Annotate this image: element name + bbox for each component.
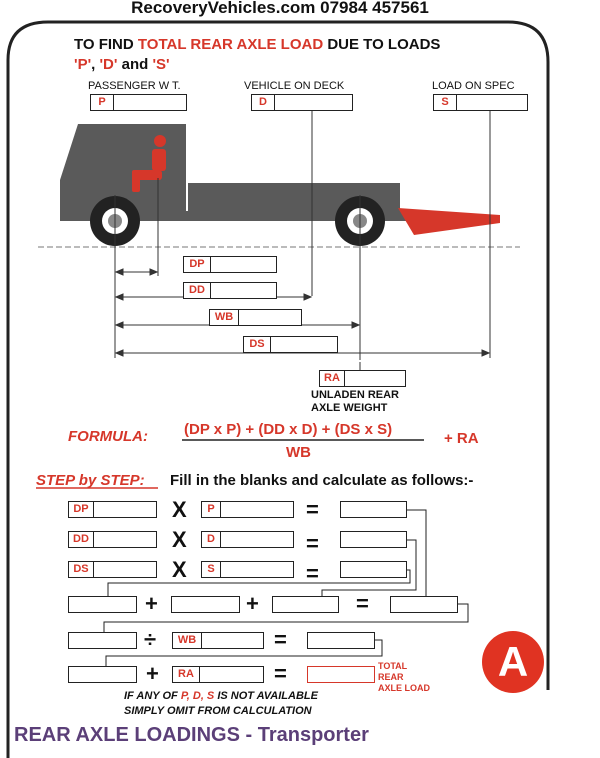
- box-label: P: [202, 502, 221, 517]
- step-dp-box[interactable]: DP: [68, 501, 157, 518]
- box-label: P: [91, 95, 114, 110]
- wb-box[interactable]: WB: [209, 309, 302, 326]
- box-label: RA: [173, 667, 200, 682]
- dd-box[interactable]: DD: [183, 282, 277, 299]
- box-label: DS: [244, 337, 271, 352]
- ds-box[interactable]: DS: [243, 336, 338, 353]
- spec-weight-box[interactable]: S: [433, 94, 528, 111]
- sum-result-box[interactable]: [390, 596, 458, 613]
- step-p-box[interactable]: P: [201, 501, 294, 518]
- box-label: D: [252, 95, 275, 110]
- formula-numerator: (DP x P) + (DD x D) + (DS x S): [184, 421, 393, 438]
- sum-term-1-box[interactable]: [68, 596, 137, 613]
- equals-sign: =: [306, 561, 319, 586]
- box-label: D: [202, 532, 221, 547]
- vehicle-weight-box[interactable]: D: [251, 94, 353, 111]
- dividend-box[interactable]: [68, 632, 137, 649]
- note-part: IF ANY OF: [124, 690, 181, 702]
- step-d-box[interactable]: D: [201, 531, 294, 548]
- note-part: IS NOT AVAILABLE: [214, 690, 318, 702]
- product-dd-d-box[interactable]: [340, 531, 407, 548]
- ra-caption-line: AXLE WEIGHT: [311, 402, 388, 414]
- vehicle-label: VEHICLE ON DECK: [244, 80, 345, 92]
- sum-term-2-box[interactable]: [171, 596, 240, 613]
- box-label: WB: [210, 310, 239, 325]
- step-wb-box[interactable]: WB: [172, 632, 264, 649]
- formula-label: FORMULA:: [68, 428, 148, 445]
- box-label: DS: [69, 562, 94, 577]
- section-badge: A: [482, 631, 544, 693]
- product-dp-p-box[interactable]: [340, 501, 407, 518]
- title-highlight: TOTAL REAR AXLE LOAD: [137, 36, 324, 53]
- box-label: S: [202, 562, 221, 577]
- site-header: RecoveryVehicles.com 07984 457561: [131, 0, 429, 17]
- ra-caption: UNLADEN REAR AXLE WEIGHT: [311, 389, 399, 415]
- step-instruction: Fill in the blanks and calculate as foll…: [170, 472, 474, 489]
- cab-shape: [60, 124, 186, 221]
- title-part: ,: [91, 56, 100, 73]
- equals-sign: =: [274, 661, 287, 686]
- equals-sign: =: [356, 591, 369, 616]
- frame-border: [6, 20, 550, 758]
- step-ds-box[interactable]: DS: [68, 561, 157, 578]
- box-label: S: [434, 95, 457, 110]
- equals-sign: =: [306, 531, 319, 556]
- title-line-2: 'P', 'D' and 'S': [74, 56, 170, 73]
- spec-lift: [398, 208, 500, 235]
- ra-caption-line: UNLADEN REAR: [311, 389, 399, 401]
- note-highlight: P, D, S: [180, 690, 215, 702]
- total-caption: TOTAL REAR AXLE LOAD: [378, 661, 430, 694]
- times-sign: X: [172, 557, 187, 582]
- formula-plus-ra: + RA: [444, 430, 479, 447]
- step-label: STEP by STEP:: [36, 472, 145, 489]
- page-title: TO FIND TOTAL REAR AXLE LOAD DUE TO LOAD…: [74, 36, 440, 53]
- equals-sign: =: [274, 627, 287, 652]
- sum-term-3-box[interactable]: [272, 596, 339, 613]
- times-sign: X: [172, 527, 187, 552]
- title-part: and: [117, 56, 153, 73]
- box-label: DP: [69, 502, 94, 517]
- plus-sign: +: [145, 591, 158, 616]
- passenger-weight-box[interactable]: P: [90, 94, 187, 111]
- plus-sign: +: [146, 661, 159, 686]
- title-load-p: 'P': [74, 56, 92, 73]
- equals-sign: =: [306, 497, 319, 522]
- footer-title: REAR AXLE LOADINGS - Transporter: [14, 724, 369, 746]
- title-load-d: 'D': [99, 56, 118, 73]
- dp-box[interactable]: DP: [183, 256, 277, 273]
- spec-label: LOAD ON SPEC: [432, 80, 515, 92]
- box-label: RA: [320, 371, 345, 386]
- box-label: DD: [184, 283, 211, 298]
- badge-letter: A: [497, 638, 529, 685]
- times-sign: X: [172, 497, 187, 522]
- title-load-s: 'S': [152, 56, 170, 73]
- product-ds-s-box[interactable]: [340, 561, 407, 578]
- omit-note-line-2: SIMPLY OMIT FROM CALCULATION: [124, 705, 312, 717]
- title-part: TO FIND: [74, 36, 138, 53]
- total-caption-line: REAR: [378, 672, 404, 682]
- driver-icon: [132, 135, 166, 192]
- box-label: DD: [69, 532, 94, 547]
- quotient-box[interactable]: [307, 632, 375, 649]
- title-part: DUE TO LOADS: [323, 36, 441, 53]
- step-ra-box[interactable]: RA: [172, 666, 264, 683]
- ra-box[interactable]: RA: [319, 370, 406, 387]
- box-label: DP: [184, 257, 211, 272]
- truck-drawing: [60, 124, 500, 246]
- divide-sign: ÷: [144, 627, 157, 652]
- quotient-copy-box[interactable]: [68, 666, 137, 683]
- total-caption-line: AXLE LOAD: [378, 683, 431, 693]
- total-caption-line: TOTAL: [378, 661, 408, 671]
- box-label: WB: [173, 633, 202, 648]
- passenger-label: PASSENGER W T.: [88, 80, 181, 92]
- total-rear-axle-box[interactable]: [307, 666, 375, 683]
- step-s-box[interactable]: S: [201, 561, 294, 578]
- step-dd-box[interactable]: DD: [68, 531, 157, 548]
- formula-denominator: WB: [286, 444, 311, 461]
- omit-note-line-1: IF ANY OF P, D, S IS NOT AVAILABLE: [124, 690, 318, 702]
- plus-sign: +: [246, 591, 259, 616]
